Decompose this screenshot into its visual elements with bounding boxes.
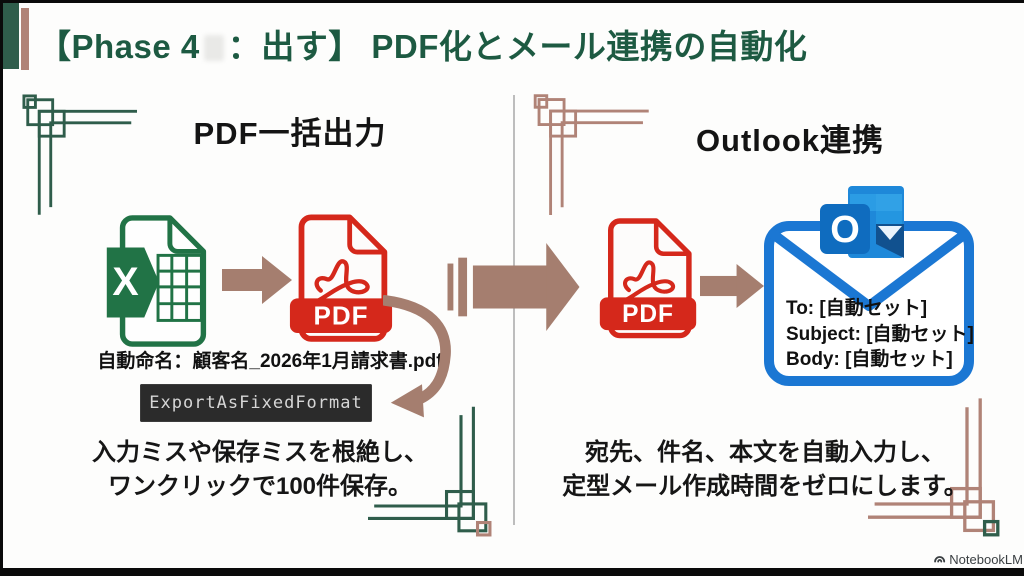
header-accent-green [3,3,19,69]
excel-grid [156,253,203,322]
redacted-blur [203,35,224,61]
left-edge-bar [0,0,3,576]
outlook-logo-icon: O [820,186,904,258]
notebooklm-logo-icon [934,555,946,562]
envelope-flap [768,229,970,311]
center-flow-arrow-icon [447,243,580,331]
code-box: ExportAsFixedFormat [140,384,372,422]
pdf-label-left: PDF [314,300,369,330]
right-section-heading: Outlook連携 [695,123,885,158]
excel-flag [106,247,160,318]
bottom-edge-bar [0,568,1024,576]
right-description-line2: 定型メール作成時間をゼロにします。 [562,473,968,500]
excel-file-icon: X [106,215,207,347]
filename-caption: 自動命名：顧客名_2026年1月請求書.pdf [97,351,443,372]
page-title: 【Phase 4 ：出す】 PDF化とメール連携の自動化 [38,20,998,70]
corner-ornament-bottom-left-panel [368,406,492,537]
corner-ornament-top-left [22,94,137,215]
section-divider [513,95,515,525]
arrow-excel-to-pdf-icon [222,256,292,304]
email-field-body: Body: [自動セット] [786,349,953,370]
left-section-heading: PDF一括出力 [193,116,387,151]
email-fields: To: [自動セット] Subject: [自動セット] Body: [自動セッ… [786,296,974,373]
curved-arrow-to-code-icon [383,295,451,418]
arrow-pdf-to-outlook-icon [700,264,764,308]
outlook-envelope-fold [876,224,904,258]
left-description-line2: ワンクリックで100件保存。 [107,473,413,500]
pdf-label-right: PDF [622,301,674,328]
pdf-file-icon-left: PDF [289,214,393,342]
outlook-o-tile [820,204,870,254]
right-description: 宛先、件名、本文を自動入力し、 定型メール作成時間をゼロにします。 [525,436,1005,504]
outlook-letter: O [830,209,860,251]
email-field-subject: Subject: [自動セット] [786,323,974,345]
excel-x-label: X [112,260,138,304]
title-suffix: ：出す】 PDF化とメール連携の自動化 [227,28,808,65]
code-snippet: ExportAsFixedFormat [149,393,363,413]
title-prefix: 【Phase 4 [38,28,200,65]
pdf-banner [289,298,393,334]
watermark-label: NotebookLM [949,551,1023,567]
top-edge-bar [0,0,1024,3]
pdf-banner [599,297,697,331]
email-field-to: To: [自動セット] [786,298,928,319]
corner-ornament-bottom-right [868,398,1000,537]
acrobat-mark [314,259,370,303]
acrobat-mark [623,260,676,302]
pdf-file-icon-right: PDF [599,218,697,339]
watermark: NotebookLM [933,549,1023,569]
left-description-line1: 入力ミスや保存ミスを根絶し、 [92,439,428,466]
left-description: 入力ミスや保存ミスを根絶し、 ワンクリックで100件保存。 [50,436,470,504]
header-accent-rose [21,8,29,70]
right-description-line1: 宛先、件名、本文を自動入力し、 [585,439,945,466]
corner-ornament-top-right-panel [533,94,649,215]
